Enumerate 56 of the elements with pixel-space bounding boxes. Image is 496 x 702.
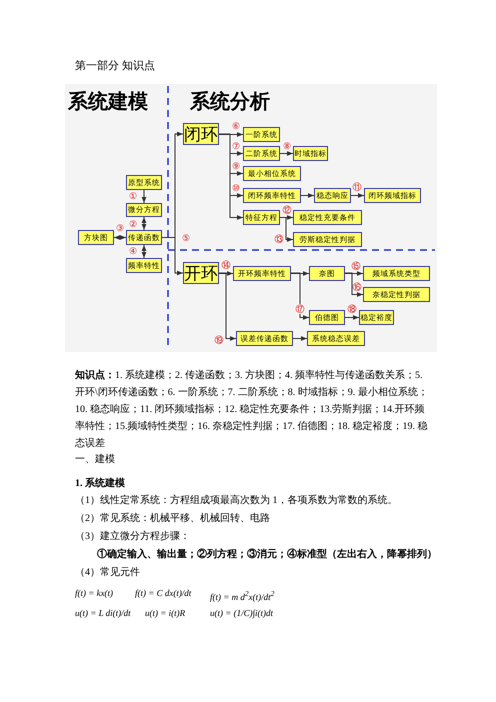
- paragraph: 知识点：1. 系统建模；2. 传递函数；3. 方块图；4. 频率特性与传递函数关系；5. 开环\闭环传递函数；6. 一阶系统；7. 二阶系统；8. 时域指标；9. 最小相位系统；10. 稳态响应；11. 闭环频域指标；12. 稳定性充要条件；13.劳斯判据；14.开环频率特性；15.频域特性类型；16. 奈稳定性判据；17. 伯德图；18. 稳定裕度；19. 稳态误差: [75, 368, 429, 451]
- edge-label: ⑩: [232, 183, 240, 193]
- edge-label: ⑦: [232, 141, 240, 151]
- arrow: [142, 244, 146, 258]
- edge-label: ⑪: [352, 182, 362, 192]
- edge-label: ⑱: [348, 304, 356, 314]
- edge-label: ⑤: [182, 233, 190, 243]
- arrow: [344, 272, 364, 297]
- edge-label: ①: [129, 191, 137, 201]
- edge-label: ⑥: [232, 121, 240, 131]
- list-item: （2）常见系统：机械平移、机械回转、电路: [75, 512, 270, 526]
- list-item: （4）常见元件: [75, 566, 140, 580]
- arrow: [280, 151, 294, 156]
- arrow: [290, 271, 310, 276]
- arrow: [344, 315, 360, 320]
- formula: u(t) = i(t)R: [145, 607, 186, 620]
- list-item: （3）建立微分方程步骤：: [75, 530, 190, 544]
- formula: u(t) = (1/C)∫i(t)dt: [210, 607, 274, 620]
- edge-label: ⑯: [352, 282, 362, 292]
- heading: 1. 系统建模: [75, 476, 125, 491]
- edge-label: ⑧: [283, 141, 291, 151]
- arrow: [344, 271, 364, 276]
- edge-label: ⑮: [352, 261, 360, 271]
- heading: 一、建模: [75, 452, 115, 467]
- arrow: [218, 272, 236, 341]
- formula: u(t) = L di(t)/dt: [75, 607, 131, 620]
- arrow: [142, 190, 146, 204]
- edge-label: ②: [129, 219, 137, 229]
- formula: f(t) = m d$^{2}$x(t)/dt$^{2}$: [210, 588, 274, 604]
- formula: f(t) = kx(t): [75, 587, 114, 600]
- edge-label: ⑨: [232, 161, 240, 171]
- list-item: ①确定输入、输出量；②列方程；③消元；④标准型（左出右入，降幂排列）: [97, 547, 437, 562]
- arrow: [292, 336, 308, 341]
- page-heading: 第一部分 知识点: [75, 58, 155, 74]
- edge-label: ⑭: [222, 260, 230, 270]
- edge-label: ⑫: [282, 205, 292, 215]
- formula: f(t) = C dx(t)/dt: [135, 587, 192, 600]
- section-heading: 系统分析: [190, 88, 270, 114]
- arrow: [350, 193, 364, 198]
- topic-box: 开环: [183, 262, 219, 284]
- arrow: [114, 235, 126, 240]
- arrow: [142, 216, 146, 230]
- arrow: [280, 217, 294, 242]
- edge-label: ③: [116, 223, 124, 233]
- edge-label: ④: [129, 246, 137, 256]
- arrow: [218, 132, 244, 137]
- edge-label: ⑰: [296, 304, 304, 314]
- section-heading: 系统建模: [68, 88, 148, 114]
- topic-box: 闭环: [183, 123, 219, 145]
- arrow: [290, 272, 310, 320]
- list-item: （1）线性定常系统：方程组成项最高次数为 1，各项系数为常数的系统。: [75, 494, 398, 508]
- edge-label: ⑲: [214, 335, 224, 345]
- arrow: [300, 193, 314, 198]
- edge-label: ⑬: [274, 234, 284, 244]
- arrow: [218, 271, 234, 276]
- arrow: [218, 134, 244, 220]
